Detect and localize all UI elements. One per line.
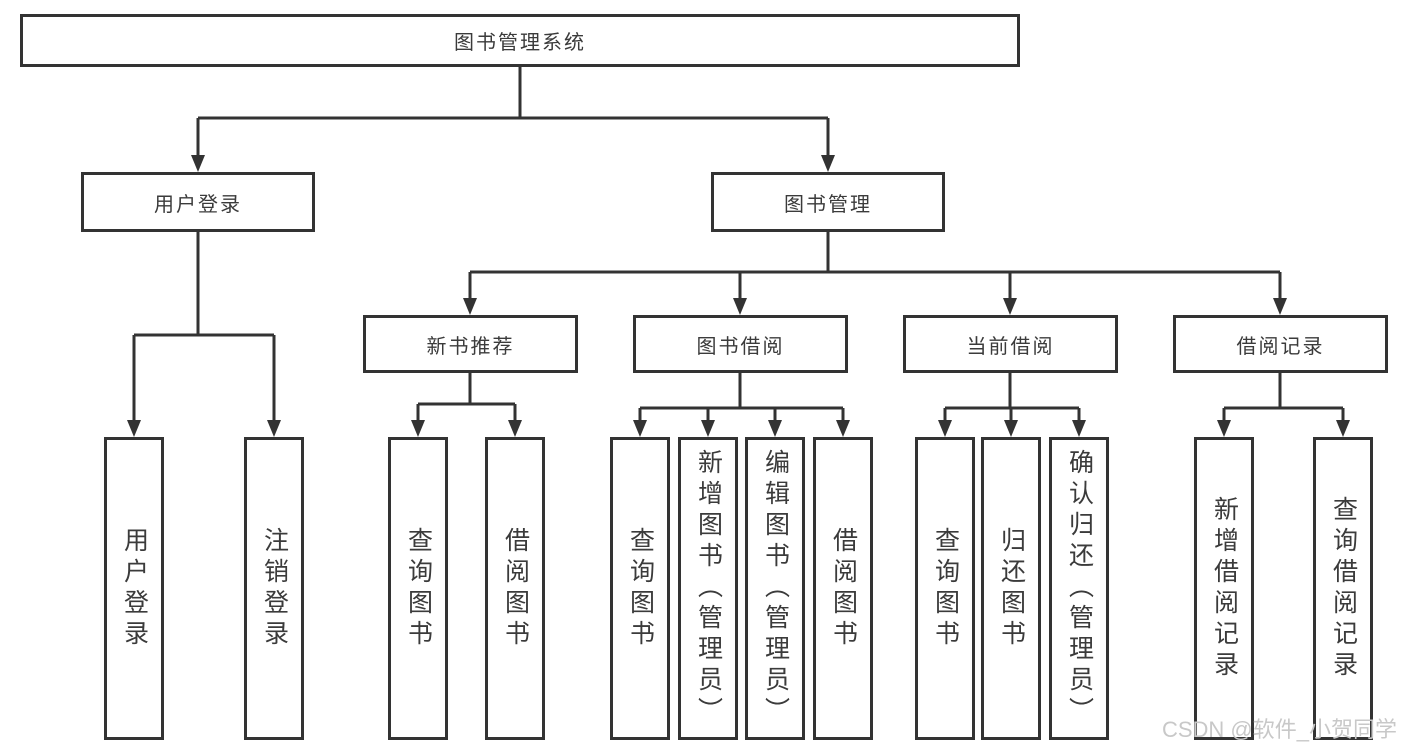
leaf-logout: 注销登录	[244, 437, 304, 740]
leaf-add-borrow-record-label: 新增借阅记录	[1210, 495, 1239, 682]
leaf-return-books-label: 归还图书	[997, 526, 1026, 651]
edge-book-borrow-to-leaves	[633, 373, 850, 437]
node-book-management: 图书管理	[711, 172, 945, 232]
edge-borrow-records-to-leaves	[1217, 373, 1350, 437]
leaf-borrow-books-label: 借阅图书	[829, 526, 858, 651]
leaf-confirm-return-admin: 确认归还（管理员）	[1049, 437, 1109, 740]
edge-root-to-level2	[191, 67, 835, 172]
edge-book-management-to-level3	[463, 232, 1287, 315]
leaf-borrow-query-books-label: 查询图书	[626, 526, 655, 651]
leaf-recommend-query-books-label: 查询图书	[404, 526, 433, 651]
node-borrow-records: 借阅记录	[1173, 315, 1388, 373]
leaf-add-borrow-record: 新增借阅记录	[1194, 437, 1254, 740]
leaf-current-query-books-label: 查询图书	[931, 526, 960, 651]
edge-user-login-to-leaves	[127, 232, 281, 437]
leaf-recommend-query-books: 查询图书	[388, 437, 448, 740]
leaf-recommend-borrow-books-label: 借阅图书	[501, 526, 530, 651]
node-book-borrow: 图书借阅	[633, 315, 848, 373]
node-user-login-label: 用户登录	[154, 193, 242, 216]
node-new-book-recommend: 新书推荐	[363, 315, 578, 373]
node-book-borrow-label: 图书借阅	[696, 335, 785, 358]
leaf-borrow-books: 借阅图书	[813, 437, 873, 740]
leaf-user-login-label: 用户登录	[120, 526, 149, 651]
edge-new-book-recommend-to-leaves	[411, 373, 522, 437]
leaf-return-books: 归还图书	[981, 437, 1041, 740]
edge-current-borrow-to-leaves	[938, 373, 1086, 437]
leaf-query-borrow-record: 查询借阅记录	[1313, 437, 1373, 740]
leaf-confirm-return-admin-label: 确认归还（管理员）	[1065, 449, 1094, 728]
leaf-user-login: 用户登录	[104, 437, 164, 740]
leaf-query-borrow-record-label: 查询借阅记录	[1329, 495, 1358, 682]
node-current-borrow: 当前借阅	[903, 315, 1118, 373]
leaf-add-books-admin: 新增图书（管理员）	[678, 437, 738, 740]
leaf-add-books-admin-label: 新增图书（管理员）	[694, 449, 723, 728]
watermark: CSDN @软件_小贺同学	[1161, 717, 1397, 742]
leaf-recommend-borrow-books: 借阅图书	[485, 437, 545, 740]
node-book-management-label: 图书管理	[784, 193, 872, 216]
node-root-label: 图书管理系统	[454, 32, 586, 54]
node-new-book-recommend-label: 新书推荐	[426, 335, 515, 358]
leaf-borrow-query-books: 查询图书	[610, 437, 670, 740]
node-user-login: 用户登录	[81, 172, 315, 232]
leaf-current-query-books: 查询图书	[915, 437, 975, 740]
leaf-edit-books-admin: 编辑图书（管理员）	[745, 437, 805, 740]
node-borrow-records-label: 借阅记录	[1236, 335, 1325, 358]
leaf-logout-label: 注销登录	[260, 526, 289, 651]
leaf-edit-books-admin-label: 编辑图书（管理员）	[761, 449, 790, 728]
node-current-borrow-label: 当前借阅	[966, 335, 1055, 358]
node-root: 图书管理系统	[20, 14, 1020, 67]
